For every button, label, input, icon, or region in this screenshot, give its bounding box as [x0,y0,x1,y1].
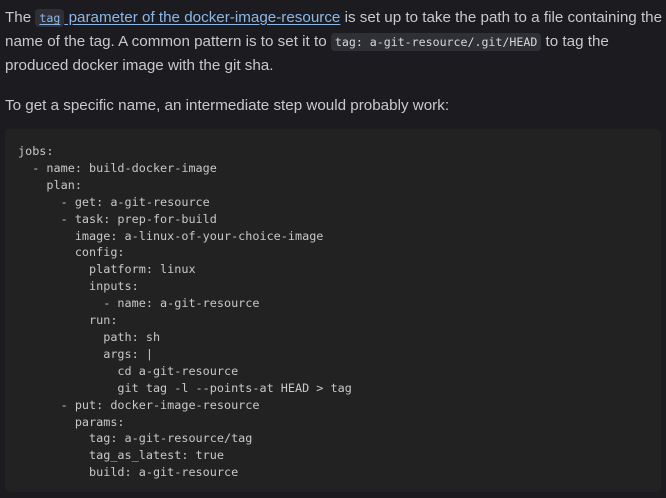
paragraph-text-suffix: to tag the produced docker image with th… [5,33,609,74]
answer-body: The tag parameter of the docker-image-re… [5,6,665,118]
paragraph-text-prefix: The [5,9,36,26]
inline-code-tag: tag [35,9,65,27]
paragraph-intermediate-step: To get a specific name, an intermediate … [5,97,450,114]
code-block-yaml: jobs: - name: build-docker-image plan: -… [5,129,661,492]
code-content: jobs: - name: build-docker-image plan: -… [18,144,352,480]
docker-image-resource-link[interactable]: tag parameter of the docker-image-resour… [35,9,341,27]
link-text: parameter of the docker-image-resource [64,9,341,26]
inline-code-git-head: tag: a-git-resource/.git/HEAD [330,33,542,51]
paragraph-text-middle: is set up to take the path to a file con… [5,9,663,50]
paragraph-tag-parameter: The tag parameter of the docker-image-re… [5,6,665,78]
